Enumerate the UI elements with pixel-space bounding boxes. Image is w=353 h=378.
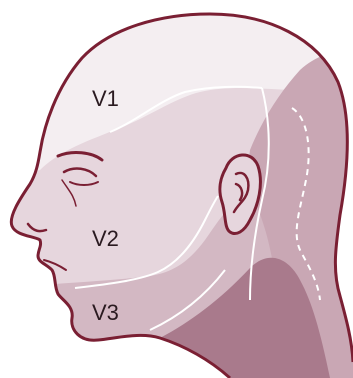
v3-label: V3 <box>92 300 119 325</box>
v1-label: V1 <box>92 86 119 111</box>
v2-label: V2 <box>92 226 119 251</box>
